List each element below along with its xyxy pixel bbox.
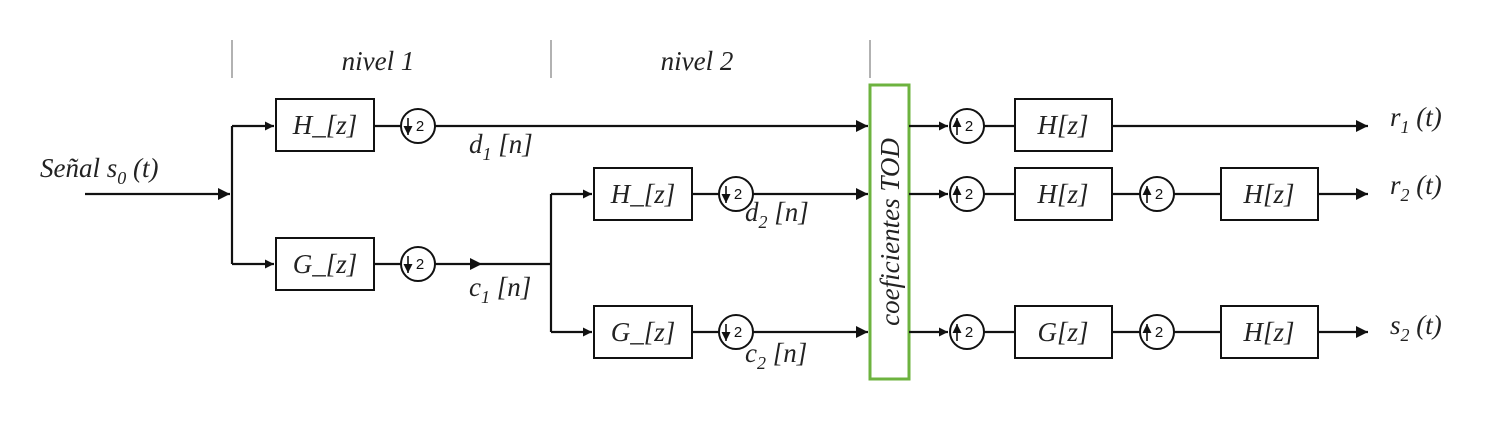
c1-label: c1 [n] [469,272,531,307]
input-signal-label: Señal s0 (t) [40,153,158,188]
g-synthesis-filter-s2-label: G[z] [1037,317,1088,347]
d1-label: d1 [n] [469,129,533,164]
downsampler-icon: 2 [400,246,436,282]
d2-label: d2 [n] [745,197,809,232]
svg-text:2: 2 [416,118,424,135]
h-synthesis-filter-r2b-label: H[z] [1242,179,1294,209]
upsampler-icon: 2 [949,176,985,212]
level-2-label: nivel 2 [661,46,734,76]
svg-text:2: 2 [734,324,742,341]
h-analysis-filter-2 [593,167,693,221]
s2-label: s2 (t) [1390,310,1442,345]
h-synthesis-filter-s2-label: H[z] [1242,317,1294,347]
h-synthesis-filter-r1 [1014,98,1113,152]
g-analysis-filter-1 [275,237,375,291]
svg-text:2: 2 [734,186,742,203]
svg-text:2: 2 [1155,186,1163,203]
h-synthesis-filter-s2 [1220,305,1319,359]
svg-text:2: 2 [416,256,424,273]
h-analysis-filter-1 [275,98,375,152]
tod-coefficients-box [868,83,911,381]
g-analysis-filter-2-label: G_[z] [611,317,676,347]
h-analysis-filter-1-label: H_[z] [292,110,358,140]
g-analysis-filter-2 [593,305,693,359]
upsampler-icon: 2 [949,314,985,350]
h-synthesis-filter-r2a [1014,167,1113,221]
h-synthesis-filter-r2b [1220,167,1319,221]
tod-coefficients-label: coeficientes TOD [875,138,905,326]
r1-label: r1 (t) [1390,102,1442,137]
upsampler-icon: 2 [1139,314,1175,350]
downsampler-icon: 2 [718,314,754,350]
downsampler-icon: 2 [400,108,436,144]
h-analysis-filter-2-label: H_[z] [610,179,676,209]
g-synthesis-filter-s2 [1014,305,1113,359]
g-analysis-filter-1-label: G_[z] [293,249,358,279]
upsampler-icon: 2 [1139,176,1175,212]
svg-text:2: 2 [965,118,973,135]
h-synthesis-filter-r1-label: H[z] [1036,110,1088,140]
upsampler-icon: 2 [949,108,985,144]
svg-text:2: 2 [965,186,973,203]
c2-label: c2 [n] [745,338,807,373]
r2-label: r2 (t) [1390,170,1442,205]
level-1-label: nivel 1 [342,46,415,76]
h-synthesis-filter-r2a-label: H[z] [1036,179,1088,209]
svg-text:2: 2 [1155,324,1163,341]
svg-text:2: 2 [965,324,973,341]
